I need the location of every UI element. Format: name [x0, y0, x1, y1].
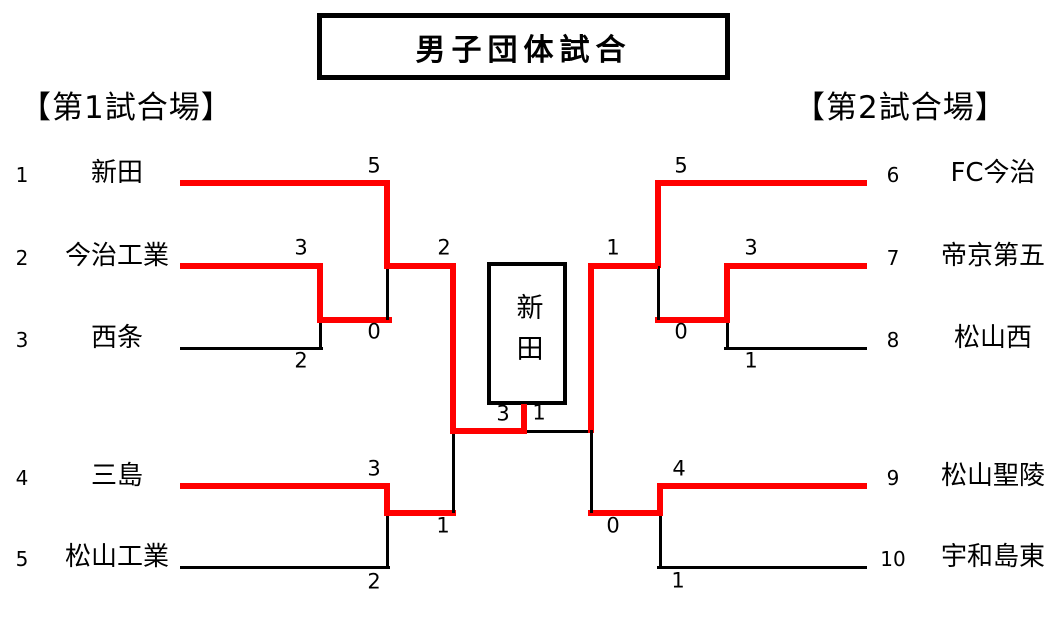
team-9-seed: 9 — [886, 466, 900, 490]
team-9-name: 松山聖陵 — [940, 461, 1045, 491]
team-7-seed: 7 — [886, 246, 900, 270]
score-c2semi-fcimabari: 1 — [606, 235, 620, 260]
page-title: 男子団体試合 — [415, 32, 632, 68]
score-c2semi-matsuyamaseiryo: 0 — [606, 513, 620, 538]
winner-line-c2r3 — [588, 510, 663, 516]
score-c2r3-uwajimahigashi: 1 — [671, 568, 685, 593]
team-8-seed: 8 — [886, 328, 900, 352]
connector-c2r2-top — [655, 180, 661, 268]
winner-line-c2r1 — [655, 317, 730, 323]
title-box: 男子団体試合 — [317, 13, 730, 80]
team-5-seed: 5 — [15, 547, 29, 571]
score-c2r2-fcimabari: 5 — [674, 153, 688, 178]
score-c1semi-mishima: 1 — [436, 513, 450, 538]
team-3-name: 西条 — [90, 323, 143, 353]
score-c2r2-teikyodaigo: 0 — [674, 319, 688, 344]
champion-winner-stub — [521, 404, 527, 433]
line-team1 — [180, 180, 390, 186]
score-c2r1-teikyodaigo: 3 — [744, 235, 758, 260]
team-2-name: 今治工業 — [64, 241, 169, 271]
team-6-seed: 6 — [886, 163, 900, 187]
score-c1r2-nitta: 5 — [367, 153, 381, 178]
score-c1r3-mishima: 3 — [367, 456, 381, 481]
score-c1r3-matsuyamakogyo: 2 — [367, 569, 381, 594]
team-10-name: 宇和島東 — [940, 542, 1045, 572]
connector-c1r3-top — [384, 483, 390, 516]
winner-line-c1r3 — [384, 510, 456, 516]
winner-line-c1r1 — [317, 317, 392, 323]
connector-c1r2-bottom — [386, 266, 389, 320]
connector-c1semi-bottom — [452, 430, 455, 513]
team-1-name: 新田 — [90, 158, 143, 188]
champion-box: 新田 — [487, 262, 567, 405]
team-3-seed: 3 — [15, 328, 29, 352]
team-5-name: 松山工業 — [64, 542, 169, 572]
line-team9 — [657, 483, 867, 489]
score-final-nitta: 3 — [496, 401, 510, 426]
score-c1r1-imabarikogyo: 3 — [294, 235, 308, 260]
final-feed-right — [525, 430, 592, 433]
connector-c1r1-top — [317, 263, 323, 323]
connector-c1r2-top — [384, 180, 390, 268]
line-team3 — [180, 347, 323, 350]
line-team5 — [180, 566, 390, 569]
team-1-seed: 1 — [15, 163, 29, 187]
final-feed-left — [450, 428, 527, 434]
connector-c2semi-top — [588, 263, 594, 433]
score-c1r2-imabarikogyo: 0 — [367, 319, 381, 344]
connector-c1semi-top — [450, 263, 456, 433]
winner-line-c2r2 — [588, 263, 658, 269]
team-6-name: FC今治 — [950, 158, 1036, 188]
line-team7 — [724, 263, 867, 269]
line-team6 — [655, 180, 867, 186]
line-team8 — [724, 347, 867, 350]
champion-name: 新田 — [511, 292, 543, 375]
connector-c2r1-bottom — [726, 320, 729, 350]
line-team10 — [657, 566, 867, 569]
connector-c2r3-top — [657, 483, 663, 516]
team-4-name: 三島 — [90, 461, 143, 491]
court-2-header: 【第2試合場】 — [794, 90, 1007, 126]
connector-c2r2-bottom — [657, 266, 660, 320]
line-team4 — [180, 483, 390, 489]
team-2-seed: 2 — [15, 246, 29, 270]
score-final-fcimabari: 1 — [532, 400, 546, 425]
team-4-seed: 4 — [15, 466, 29, 490]
winner-line-c1r2 — [384, 263, 456, 269]
connector-c1r3-bottom — [386, 513, 389, 568]
team-7-name: 帝京第五 — [940, 241, 1045, 271]
score-c2r1-matsuyamanishi: 1 — [744, 348, 758, 373]
team-10-seed: 10 — [880, 547, 906, 571]
team-8-name: 松山西 — [953, 323, 1032, 353]
connector-c2r1-top — [724, 263, 730, 323]
connector-c2r3-bottom — [659, 513, 662, 568]
connector-c1r1-bottom — [319, 320, 322, 350]
court-1-header: 【第1試合場】 — [20, 90, 233, 126]
score-c1r1-saijo: 2 — [294, 348, 308, 373]
score-c2r3-matsuyamaseiryo: 4 — [672, 456, 686, 481]
score-c1semi-nitta: 2 — [437, 235, 451, 260]
line-team2 — [180, 263, 323, 269]
connector-c2semi-bottom — [590, 430, 593, 513]
